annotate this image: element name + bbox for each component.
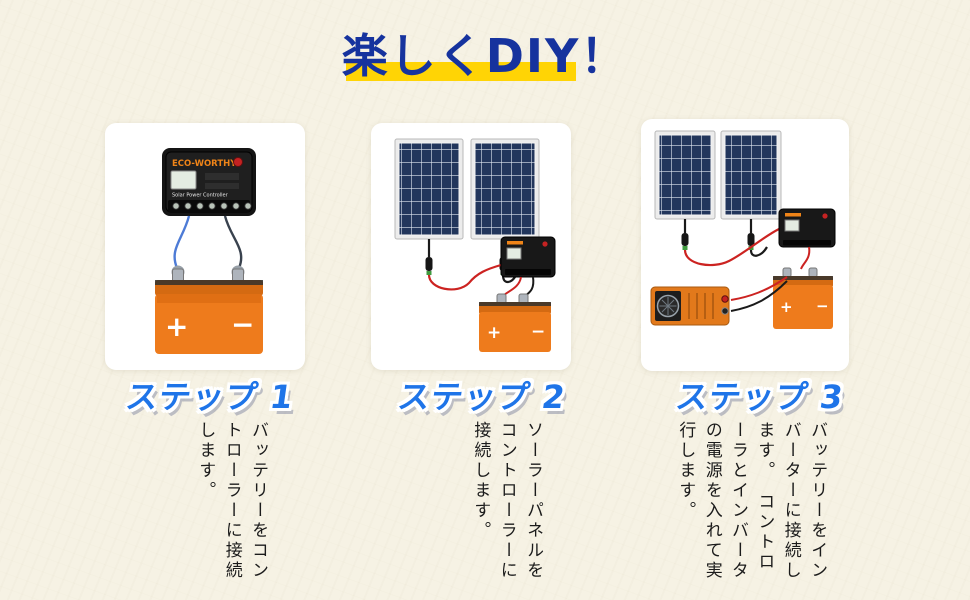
controller-lcd [784,219,800,232]
step1-illustration: ECO-WORTHY Solar Power Controller [155,148,263,354]
title-highlight [345,62,577,82]
charge-controller: ECO-WORTHY Solar Power Controller [162,148,256,216]
step3-card: + − [641,119,849,371]
inverter [650,286,730,326]
wire-black [223,215,243,269]
wire-red [800,246,811,270]
step3-label: ステップ 3 [673,378,847,416]
page-title: 楽しくDIY！ [341,29,629,83]
wire-blue [173,215,191,269]
mc4-connector-left [425,257,433,271]
step1-label: ステップ 1 [123,378,297,416]
battery-minus-text: − [231,308,254,341]
cable-red [730,276,788,301]
step2-description: ソーラーパネルを コントローラーに 接続します。 [470,421,544,581]
inverter-terminal-positive [721,295,729,303]
solar-panel-left [394,138,464,240]
battery-minus-text: − [816,297,829,315]
pv-wires [681,219,780,267]
step2-label: ステップ 2 [395,378,569,416]
solar-panel-left [654,130,716,220]
step2-illustration: + − [394,138,556,352]
controller-lcd [506,247,522,260]
step3-description: バッテリーをイン バーターに接続し ます。 コントロ ーラとインバータ の電源を… [675,421,828,581]
step1-description: バッテリーをコン トローラーに接続 します。 [195,421,269,581]
step1-card: ECO-WORTHY Solar Power Controller [105,123,305,370]
charge-controller [778,208,836,248]
battery-minus-text: − [531,322,545,342]
battery-plus-text: + [780,298,793,316]
step3-illustration: + − [650,130,836,329]
cable-black [730,280,788,312]
mc4-connector-right [747,233,755,246]
battery-plus-text: + [487,323,501,343]
solar-panel-right [720,130,782,220]
inverter-terminal-negative [721,307,729,315]
controller-brand-text: ECO-WORTHY [172,159,237,169]
solar-panel-right [470,138,540,240]
battery: + − [479,293,551,352]
controller-button [233,157,243,167]
battery: + − [773,267,833,329]
wire-red [683,228,780,267]
battery: + − [155,268,263,354]
controller-label-text: Solar Power Controller [172,193,229,199]
page-header: 楽しくDIY！ [0,29,970,83]
page-title-text: 楽しくDIY！ [341,29,629,83]
battery-plus-text: + [165,310,188,343]
wire-black [749,246,768,257]
step2-card: + − [371,123,571,370]
wire-red [427,263,502,291]
charge-controller [500,236,556,278]
mc4-connector-left [681,233,689,246]
controller-lcd [170,170,197,190]
